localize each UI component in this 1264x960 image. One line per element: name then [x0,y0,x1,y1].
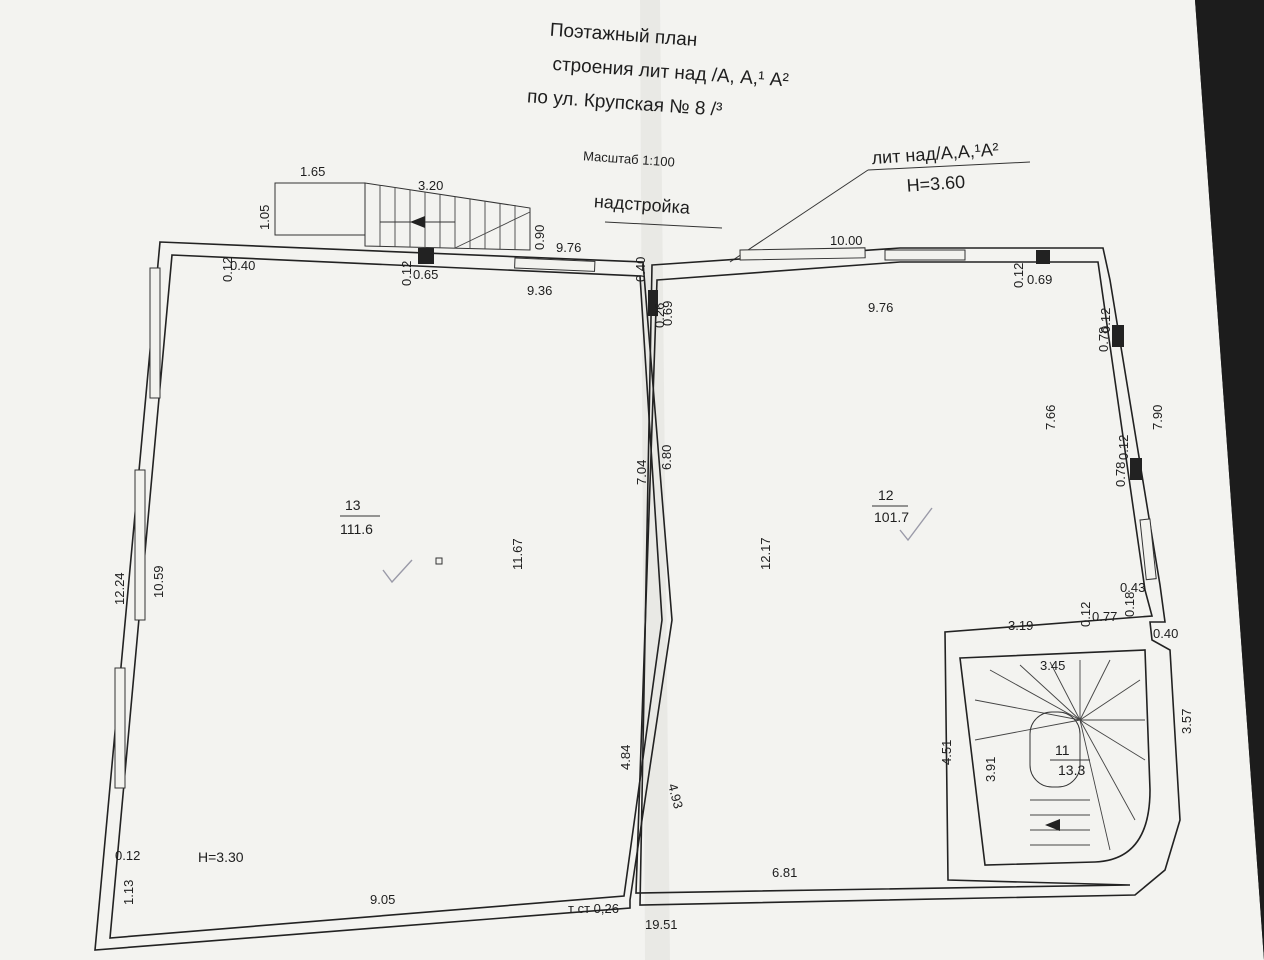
room-12-area: 101.7 [874,509,909,525]
dim-0-12-right-2: 0.12 [1116,435,1131,460]
dim-9-36: 9.36 [527,283,552,298]
dim-4-51: 4.51 [939,740,954,765]
dim-0-12-right-1: 0.12 [1098,308,1113,333]
dim-7-90: 7.90 [1150,405,1165,430]
paper-right-edge [1195,0,1264,960]
dim-0-78-right-2: 0.78 [1113,462,1128,487]
window-top-left [514,257,596,272]
window-top-right-2 [884,249,966,261]
dim-0-78-right-1: 0.78 [1096,327,1111,352]
dim-7-04: 7.04 [634,460,649,485]
dim-0-90: 0.90 [532,225,547,250]
stair-steps-top [379,185,531,250]
dim-9-76-right: 9.76 [868,300,893,315]
dim-wall-thickness: т ст 0,26 [568,901,619,916]
dim-0-12-top-mid: 0.12 [399,261,414,286]
dim-4-84: 4.84 [618,745,633,770]
dim-4-93: 4.93 [665,782,686,810]
check-mark-2 [899,507,933,542]
dim-3-45: 3.45 [1040,658,1065,673]
dim-9-05: 9.05 [370,892,395,907]
room-12-number: 12 [878,487,894,503]
left-room-outer-wall [94,241,673,951]
window-right-1 [1139,518,1157,581]
dim-3-91: 3.91 [983,757,998,782]
dim-12-24: 12.24 [112,572,127,605]
dim-10-00: 10.00 [830,233,863,248]
dim-0-69-mid: 0.69 [660,301,675,326]
dim-6-81: 6.81 [772,865,797,880]
room-13-height: H=3.30 [198,849,244,865]
dim-7-66: 7.66 [1043,405,1058,430]
callout-underline [867,161,1031,171]
window-left-3 [114,667,126,789]
column-marker-3 [1112,325,1124,347]
dim-0-12-top-right: 0.12 [1011,263,1026,288]
dim-0-77: 0.77 [1092,609,1117,624]
stair-room-11-wall [959,649,1151,866]
dim-0-40-right: 0.40 [1153,626,1178,641]
room-13-area: 111.6 [340,521,373,537]
column-marker-1 [418,248,434,264]
dim-11-67: 11.67 [510,538,525,570]
dim-3-19: 3.19 [1008,618,1033,633]
window-left-2 [134,469,146,621]
dim-0-26: 0.26 [652,303,667,328]
dim-0-40-mid: 0.40 [633,257,648,282]
right-room-outer-wall [639,247,1181,906]
dim-0-69-right: 0.69 [1027,272,1052,287]
dim-1-05: 1.05 [257,205,272,230]
window-left-1 [149,267,161,399]
dim-0-12-top-left: 0.12 [220,257,235,282]
scale-label: Масштаб 1:100 [583,148,676,169]
room-13-marker [435,557,443,565]
dim-3-57: 3.57 [1179,709,1194,734]
column-marker-4 [1130,458,1142,480]
column-marker-5 [648,290,658,316]
dim-3-20: 3.20 [418,178,443,193]
dim-1-65: 1.65 [300,164,325,179]
dim-19-51: 19.51 [645,917,678,932]
dim-0-18: 0.18 [1122,592,1137,617]
dim-6-80: 6.80 [659,445,674,470]
dim-0-65: 0.65 [413,267,438,282]
stair-annex [364,182,531,251]
check-mark-1 [382,559,413,584]
room-11-number: 11 [1055,742,1070,758]
dim-0-43: 0.43 [1120,580,1145,595]
dim-1-13: 1.13 [121,880,136,905]
column-marker-2 [1036,250,1050,264]
dim-0-12-bottom-left: 0.12 [115,848,140,863]
room-11-area: 13.3 [1058,762,1085,778]
dim-9-76-left: 9.76 [556,240,581,255]
window-top-right-1 [739,247,866,261]
callout-height: H=3.60 [906,172,966,196]
dim-12-17: 12.17 [758,537,773,570]
dim-0-40-left: 0.40 [230,258,255,273]
dim-10-59: 10.59 [151,565,166,598]
right-room-inner-wall [635,261,1154,894]
spiral-stair-steps [974,659,1146,851]
dim-0-12-right-3: 0.12 [1078,602,1093,627]
room-13-number: 13 [345,497,361,513]
section-underline [604,221,723,229]
callout-leader [729,169,869,263]
